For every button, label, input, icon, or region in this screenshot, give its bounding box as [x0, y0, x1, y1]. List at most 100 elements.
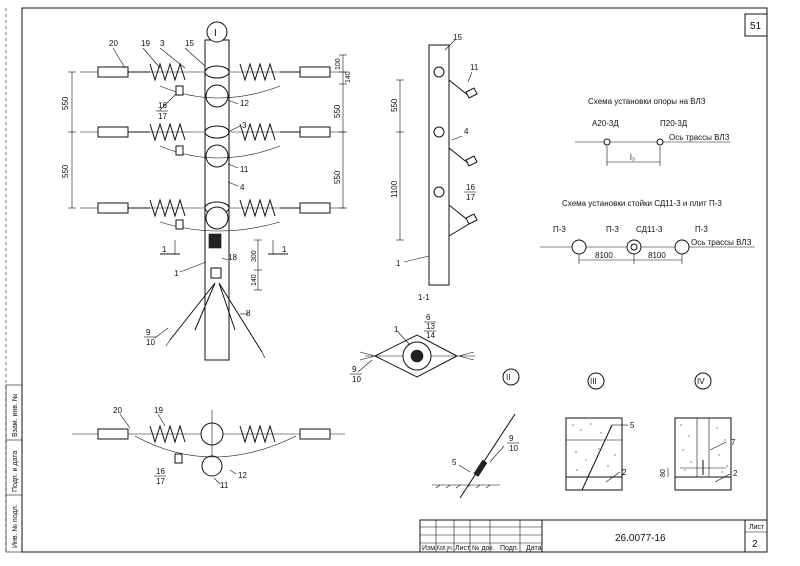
callout-17: 17 [158, 112, 167, 121]
side-callout-4: 4 [464, 127, 469, 136]
scheme-support-axis-label: Ось трассы ВЛЗ [669, 133, 730, 142]
traverse-bottom [80, 198, 345, 232]
scheme-plates-label-2: П-3 [606, 225, 619, 234]
callout-1: 1 [174, 269, 179, 278]
detail-IV-marker: IV [697, 377, 705, 386]
sheet-number: 51 [750, 21, 762, 32]
scheme-plates-axis-label: Ось трассы ВЛЗ [691, 238, 752, 247]
side-callout-1: 1 [396, 259, 401, 268]
callout-18: 18 [228, 253, 237, 262]
scheme-plates-label-4: П-3 [695, 225, 708, 234]
plan-callout-20: 20 [113, 406, 122, 415]
detail-IV-dim-80: 80 [660, 469, 667, 477]
detail-III: III 5 2 [565, 372, 635, 491]
stamp-col-podp: Подп. [500, 545, 519, 552]
stamp-col-data: Дата [526, 545, 542, 552]
callout-10: 10 [146, 338, 155, 347]
dim-low-140: 140 [251, 274, 258, 286]
callout-20: 20 [109, 39, 118, 48]
callout-9: 9 [146, 328, 151, 337]
traverse-middle [80, 122, 345, 168]
section-callout-1: 1 [394, 325, 399, 334]
sheet-number-box: 51 [744, 13, 768, 37]
scheme-plates-span-b: 8100 [648, 251, 666, 260]
plan-callout-19: 19 [154, 406, 163, 415]
sheet-page: 2 [752, 539, 758, 550]
detail-III-callout-2: 2 [622, 468, 627, 477]
dim-left-550-upper: 550 [61, 96, 70, 110]
dim-left-550-lower: 550 [61, 164, 70, 178]
side-view: 550 1100 15 11 4 16 17 1 [390, 33, 479, 286]
scheme-support-right-label: П20-3Д [660, 119, 688, 128]
plan-callout-11: 11 [220, 481, 229, 490]
scheme-plates-label-3: СД11-3 [636, 225, 663, 234]
side-stamp-cell-1: Взам. инв. № [12, 394, 19, 437]
scheme-support: Схема установки опоры на ВЛЗ А20-3Д П20-… [575, 97, 730, 166]
detail-IV-callout-2: 2 [733, 469, 738, 478]
stamp-col-doc: № док. [472, 545, 494, 552]
side-callout-17: 17 [466, 193, 475, 202]
side-dim-550: 550 [390, 98, 399, 112]
drawing-code: 26.0077-16 [615, 533, 666, 544]
title-block: Изм. Кол.уч. Лист № док. Подп. Дата 26.0… [419, 519, 768, 553]
section-callout-13: 13 [426, 322, 435, 331]
view-marker-I: I [214, 28, 217, 39]
scheme-support-left-label: А20-3Д [592, 119, 619, 128]
stamp-col-kol: Кол.уч. [437, 545, 453, 552]
section-callout-9: 9 [352, 365, 357, 374]
callout-8: 8 [246, 309, 251, 318]
side-stamp: Взам. инв. № Подп. и дата Инв. № подл. [5, 384, 23, 553]
detail-IV: IV 7 2 80 [660, 372, 738, 491]
section-mark-right: 1 [282, 245, 287, 254]
section-callout-6: 6 [426, 313, 431, 322]
section-mark-left: 1 [162, 245, 167, 254]
section-callout-10: 10 [352, 375, 361, 384]
dim-right-100: 100 [335, 58, 342, 70]
scheme-plates-title: Схема установки стойки СД11-3 и плит П-3 [562, 199, 722, 208]
dim-low-300: 300 [251, 250, 258, 262]
plan-callout-17: 17 [156, 477, 165, 486]
side-callout-16: 16 [466, 183, 475, 192]
callout-3-lower: 3 [242, 121, 247, 130]
detail-IV-callout-7: 7 [731, 438, 736, 447]
side-stamp-cell-2: Подп. и дата [12, 451, 19, 492]
side-dim-1100: 1100 [390, 180, 399, 198]
detail-II-marker: II [506, 373, 510, 382]
dim-right-140: 140 [345, 71, 352, 83]
scheme-plates-span-a: 8100 [595, 251, 613, 260]
section-1-1: 1-1 1 6 13 14 9 10 [350, 293, 475, 384]
plan-callout-16: 16 [156, 467, 165, 476]
section-callout-14: 14 [426, 331, 435, 340]
scheme-support-span: l₃ [630, 153, 635, 162]
callout-16: 16 [158, 101, 167, 110]
dim-right-550-lower: 550 [333, 170, 342, 184]
detail-II-callout-5: 5 [452, 458, 457, 467]
callout-11: 11 [240, 165, 249, 174]
plan-callout-12: 12 [238, 471, 247, 480]
sheet-frame [21, 7, 768, 553]
dim-right-550-upper: 550 [333, 104, 342, 118]
callout-12: 12 [240, 99, 249, 108]
callout-3-upper: 3 [160, 39, 165, 48]
main-view: I [61, 21, 352, 361]
detail-III-marker: III [590, 377, 597, 386]
scheme-plates: Схема установки стойки СД11-3 и плит П-3… [540, 199, 755, 264]
section-1-1-title: 1-1 [418, 293, 430, 302]
detail-III-callout-5: 5 [630, 421, 635, 430]
detail-II-callout-10: 10 [509, 444, 518, 453]
plan-view: 20 19 16 17 12 11 [72, 406, 345, 490]
callout-15: 15 [185, 39, 194, 48]
view-marker-circle [206, 21, 228, 43]
callout-4: 4 [240, 183, 245, 192]
sheet-label: Лист [749, 524, 765, 531]
stamp-col-izm: Изм. [422, 545, 437, 552]
traverse-top [80, 62, 345, 108]
side-callout-11: 11 [470, 63, 479, 72]
side-pole [428, 44, 450, 286]
detail-II: II 9 10 5 [432, 368, 520, 499]
scheme-support-title: Схема установки опоры на ВЛЗ [588, 97, 706, 106]
stamp-col-list: Лист [455, 545, 471, 552]
callout-19: 19 [141, 39, 150, 48]
detail-II-callout-9: 9 [509, 434, 514, 443]
